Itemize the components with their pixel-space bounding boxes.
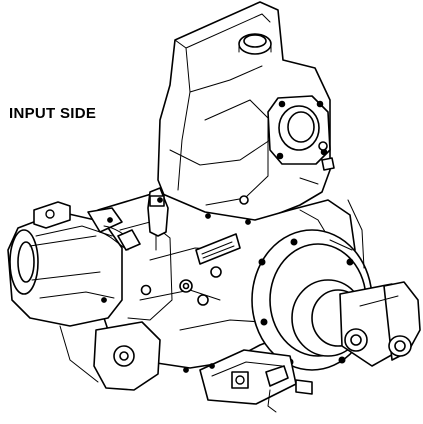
lower-cover <box>93 321 161 391</box>
left-pump-assembly <box>7 201 123 327</box>
top-sensor <box>147 187 169 251</box>
top-port <box>238 33 272 55</box>
left-piping <box>59 225 141 383</box>
input-housing <box>157 1 331 227</box>
case-bolts <box>101 197 251 373</box>
output-yoke <box>291 279 421 367</box>
input-flange <box>267 95 331 165</box>
input-side-label: INPUT SIDE <box>9 105 97 122</box>
control-valve-block <box>199 349 313 413</box>
nameplate <box>195 233 241 265</box>
